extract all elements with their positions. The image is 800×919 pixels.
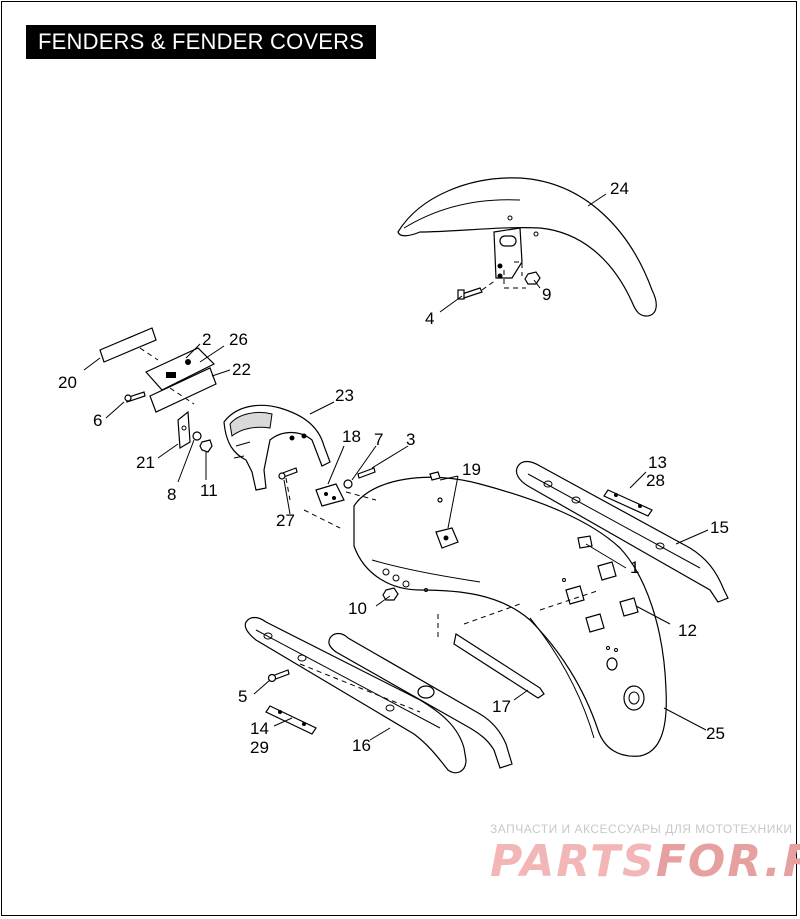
watermark-logo: PARTSFOR.RU bbox=[490, 836, 800, 887]
callout-4: 4 bbox=[425, 309, 434, 328]
callout-23: 23 bbox=[335, 386, 354, 405]
callout-12: 12 bbox=[678, 621, 697, 640]
diagram-title: FENDERS & FENDER COVERS bbox=[26, 25, 377, 59]
bolt-6 bbox=[124, 391, 146, 403]
strut-plate-13 bbox=[603, 489, 653, 517]
callout-16: 16 bbox=[352, 736, 371, 755]
pads-12 bbox=[539, 561, 639, 633]
callout-2: 2 bbox=[202, 330, 211, 349]
callout-29: 29 bbox=[250, 738, 269, 757]
callout-26: 26 bbox=[229, 330, 248, 349]
callout-28: 28 bbox=[646, 471, 665, 490]
clip-18 bbox=[303, 483, 345, 529]
bolt-5 bbox=[267, 669, 290, 683]
callout-18: 18 bbox=[342, 427, 361, 446]
callout-9: 9 bbox=[542, 285, 551, 304]
reinforcement-19 bbox=[429, 471, 459, 549]
nut-10 bbox=[382, 587, 399, 601]
bolt-4 bbox=[457, 279, 497, 300]
stud-27 bbox=[278, 467, 298, 501]
callout-24: 24 bbox=[610, 179, 629, 198]
callout-5: 5 bbox=[238, 687, 247, 706]
callout-17: 17 bbox=[492, 697, 511, 716]
callout-11: 11 bbox=[200, 481, 218, 500]
callout-20: 20 bbox=[58, 373, 77, 392]
leader-lines bbox=[83, 193, 709, 741]
callout-13: 13 bbox=[648, 453, 667, 472]
callout-14: 14 bbox=[250, 719, 269, 738]
bracket-21 bbox=[177, 410, 191, 450]
fender-strut-right-15 bbox=[515, 460, 729, 603]
callout-6: 6 bbox=[93, 411, 102, 430]
front-fender bbox=[397, 177, 657, 317]
callout-27: 27 bbox=[276, 511, 295, 530]
license-plate-bracket-26 bbox=[145, 347, 217, 413]
callout-7: 7 bbox=[374, 430, 383, 449]
callout-1: 1 bbox=[630, 558, 639, 577]
callout-8: 8 bbox=[167, 485, 176, 504]
screw-3 bbox=[357, 467, 376, 479]
callout-3: 3 bbox=[406, 430, 415, 449]
callout-10: 10 bbox=[348, 599, 367, 618]
callout-labels: 24 4 9 2 26 22 20 6 21 8 11 23 18 7 3 27… bbox=[58, 179, 729, 757]
washer-8 bbox=[192, 431, 202, 441]
watermark-tagline: ЗАПЧАСТИ И АКСЕССУАРЫ ДЛЯ МОТОТЕХНИКИ bbox=[490, 822, 793, 836]
support-17 bbox=[328, 632, 545, 769]
nut-9 bbox=[503, 261, 541, 289]
tail-housing-23 bbox=[223, 404, 331, 491]
reflector-strip-20 bbox=[99, 327, 159, 363]
callout-22: 22 bbox=[232, 360, 251, 379]
callout-19: 19 bbox=[462, 460, 481, 479]
strut-plate-14 bbox=[265, 705, 317, 735]
callout-21: 21 bbox=[136, 453, 155, 472]
fender-strut-left-16 bbox=[244, 616, 467, 774]
washer-7 bbox=[343, 479, 353, 489]
callout-25: 25 bbox=[706, 724, 725, 743]
nut-11 bbox=[199, 439, 213, 453]
callout-15: 15 bbox=[710, 518, 729, 537]
